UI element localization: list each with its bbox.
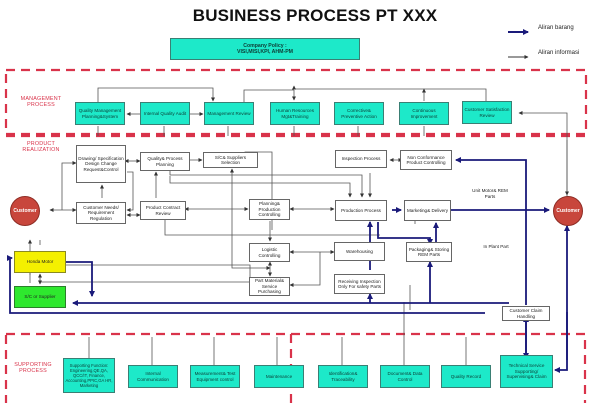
box-customer-needs[interactable]: Customer Needs/ Requirement Regulation bbox=[76, 202, 126, 224]
support-box-technical-service[interactable]: Technical Service Supporting/ Supervisin… bbox=[500, 355, 553, 388]
box-inspection-process[interactable]: Inspection Process bbox=[335, 150, 387, 168]
box-customer-claim[interactable]: Customer Claim Handling bbox=[502, 306, 550, 321]
mgmt-box-human-resources[interactable]: Human Resources Mgt&Training bbox=[270, 102, 320, 125]
mgmt-box-internal-audit[interactable]: Internal Quality Audit bbox=[140, 102, 190, 125]
mgmt-box-corrective-action[interactable]: Corrective& Preventive Action bbox=[334, 102, 384, 125]
management-process-label: MANAGEMENT PROCESS bbox=[20, 96, 62, 109]
customer-circle-right[interactable]: Customer bbox=[553, 196, 583, 226]
box-sc-suppliers-selection[interactable]: S/C& Suppliers Selection bbox=[203, 152, 258, 168]
customer-circle-left[interactable]: Customer bbox=[10, 196, 40, 226]
box-production-process[interactable]: Production Process bbox=[335, 200, 387, 221]
note-unit-motor: Unit Motor& REM Parts bbox=[472, 188, 508, 199]
box-drawing-specification[interactable]: Drawing/ Specification Design Change Req… bbox=[76, 145, 126, 183]
box-part-material-purchasing[interactable]: Part Material& Service Purchasing bbox=[249, 277, 290, 296]
mgmt-box-management-review[interactable]: Management Review bbox=[204, 102, 254, 125]
support-box-document-data-control[interactable]: Document& Data Control bbox=[380, 365, 430, 388]
supporting-section-border-right bbox=[291, 332, 587, 403]
box-logistic-controlling[interactable]: Logistic Controlling bbox=[249, 243, 290, 262]
support-box-measurement-equipment[interactable]: Measurement& Test Equipment control bbox=[190, 365, 240, 388]
legend-material-label: Aliran barang bbox=[538, 25, 574, 31]
page-title: BUSINESS PROCESS PT XXX bbox=[192, 6, 438, 25]
box-quality-process-planning[interactable]: Quality& Process Planning bbox=[140, 152, 190, 171]
box-non-conformance[interactable]: Non Conformance Product Controlling bbox=[400, 150, 452, 170]
box-product-contract-review[interactable]: Product Contract Review bbox=[140, 201, 186, 220]
box-sc-supplier[interactable]: S/C or Supplier bbox=[14, 286, 66, 308]
product-realization-label: PRODUCT REALIZATION bbox=[22, 141, 60, 154]
mgmt-box-quality-management[interactable]: Quality Management Planning&System bbox=[75, 102, 125, 125]
box-honda-motor[interactable]: Honda Motor bbox=[14, 251, 66, 273]
box-warehousing[interactable]: Warehousing bbox=[334, 242, 385, 261]
support-box-quality-record[interactable]: Quality Record bbox=[441, 365, 491, 388]
support-box-identification-traceability[interactable]: Identification& Traceability bbox=[318, 365, 368, 388]
support-box-internal-communication[interactable]: Internal Communication bbox=[128, 365, 178, 388]
mgmt-box-customer-satisfaction[interactable]: Customer Satisfaction Review bbox=[462, 101, 512, 124]
legend-info-label: Aliran informasi bbox=[538, 50, 580, 56]
support-box-maintenance[interactable]: Maintenance bbox=[254, 365, 304, 388]
supporting-section-border bbox=[4, 332, 293, 403]
box-packaging-storing[interactable]: Packaging& Storing REM Parts bbox=[406, 242, 452, 262]
support-box-supporting-function[interactable]: Supporting Function: Engineering,QE,QA, … bbox=[63, 358, 115, 393]
box-planning-production[interactable]: Planning& Production Controlling bbox=[249, 199, 290, 220]
supporting-process-label: SUPPORTING PROCESS bbox=[14, 362, 52, 375]
mgmt-box-continuous-improvement[interactable]: Continuous Improvement bbox=[399, 102, 449, 125]
company-policy-value: VISI,MISI,KPI, AHM-PM bbox=[236, 49, 293, 55]
note-in-plant-part: In Plant Part bbox=[483, 244, 509, 249]
box-marketing-delivery[interactable]: Marketing& Delivery bbox=[404, 200, 451, 221]
company-policy-box: Company Policy : VISI,MISI,KPI, AHM-PM bbox=[170, 38, 360, 60]
management-section-border bbox=[4, 68, 588, 136]
box-receiving-inspection[interactable]: Receiving Inspection Only For safety Par… bbox=[334, 274, 385, 294]
company-policy-label: Company Policy : bbox=[243, 42, 287, 49]
